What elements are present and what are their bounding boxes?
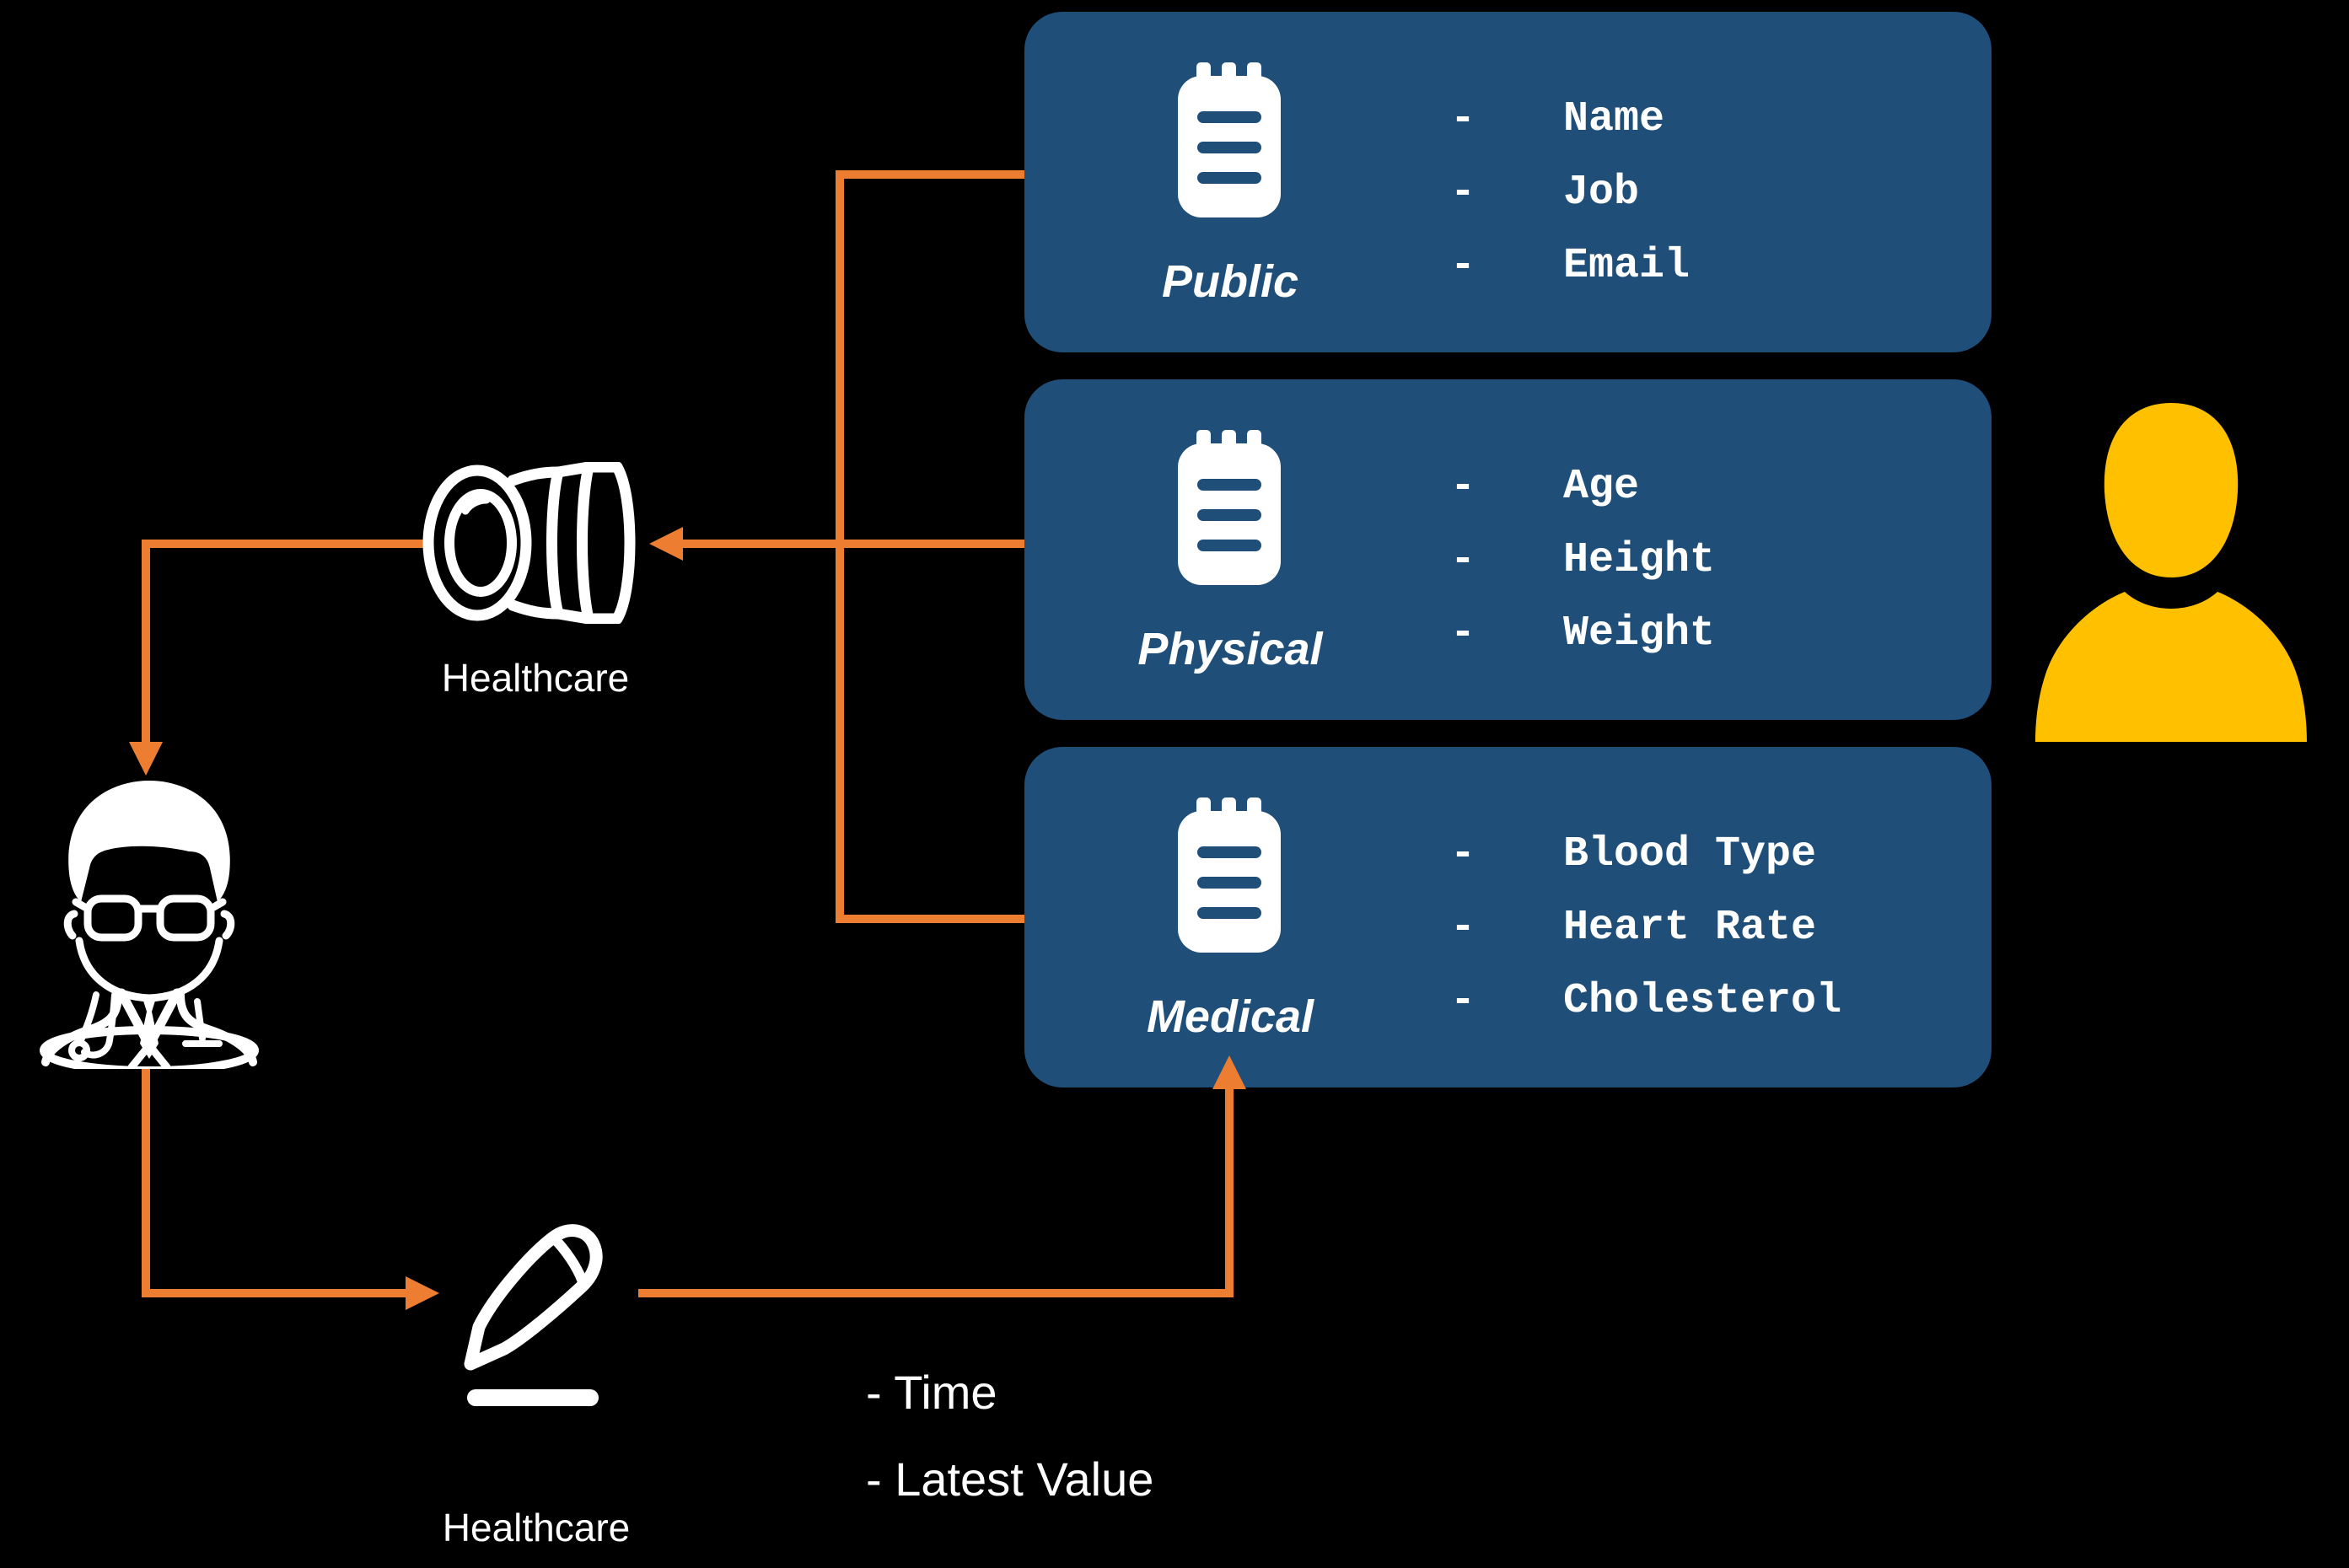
arrowhead-into-medical (1212, 1055, 1246, 1089)
item-text: Height (1563, 535, 1716, 584)
bullet-dash: - (1450, 609, 1476, 658)
category-box-public: Public - Name - Job - Email (1024, 12, 1992, 352)
write-annotations: - Time - Latest Value (866, 1349, 1153, 1522)
connector-camera-left (142, 540, 424, 548)
list-item: - Email (1450, 239, 1690, 292)
item-text: Weight (1563, 609, 1716, 658)
bullet-dash: - (1450, 976, 1476, 1025)
item-text: Email (1563, 241, 1691, 290)
list-item: - Blood Type (1450, 828, 1816, 880)
person-icon (2032, 395, 2310, 742)
pencil-icon (450, 1200, 615, 1408)
bullet-dash: - (1450, 241, 1476, 290)
connector-doctor-down (142, 1067, 150, 1297)
annotation-time: - Time (866, 1366, 997, 1419)
arrowhead-into-camera (649, 527, 683, 561)
arrowhead-into-pencil (406, 1276, 439, 1310)
connector-to-pencil (142, 1289, 407, 1297)
item-text: Heart Rate (1563, 903, 1817, 952)
category-box-medical: Medical - Blood Type - Heart Rate - Cholest… (1024, 747, 1992, 1087)
category-box-physical: Physical - Age - Height - Weight (1024, 379, 1992, 720)
list-item: - Name (1450, 93, 1664, 145)
connector-branch-physical (836, 540, 1024, 548)
box-label-physical: Physical (1137, 624, 1323, 674)
box-label-public: Public (1161, 256, 1299, 307)
item-text: Name (1563, 94, 1665, 143)
list-item: - Job (1450, 166, 1639, 218)
bullet-dash: - (1450, 168, 1476, 217)
list-item: - Weight (1450, 607, 1715, 659)
list-item: - Cholesterol (1450, 975, 1841, 1027)
list-item: - Age (1450, 460, 1639, 513)
item-text: Cholesterol (1563, 976, 1842, 1025)
list-item: - Heart Rate (1450, 901, 1816, 953)
connector-up-to-medical (1225, 1087, 1234, 1297)
bullet-dash: - (1450, 830, 1476, 878)
connector-down-to-doctor (142, 540, 150, 744)
bullet-dash: - (1450, 535, 1476, 584)
notepad-icon (1178, 797, 1281, 953)
camera-lens-icon (422, 462, 649, 624)
writer-label: Healthcare (442, 1506, 631, 1549)
camera-label: Healthcare (441, 656, 630, 700)
annotation-latest-value: - Latest Value (866, 1453, 1154, 1506)
connector-branch-medical (836, 915, 1024, 923)
box-label-medical: Medical (1146, 991, 1314, 1042)
connector-to-camera (681, 540, 844, 548)
connector-pencil-to-medical (638, 1289, 1234, 1297)
bullet-dash: - (1450, 462, 1476, 511)
arrowhead-into-doctor (129, 742, 163, 776)
bullet-dash: - (1450, 903, 1476, 952)
bullet-dash: - (1450, 94, 1476, 143)
connector-branch-public (836, 170, 1024, 179)
item-text: Blood Type (1563, 830, 1817, 878)
notepad-icon (1178, 62, 1281, 217)
item-text: Job (1563, 168, 1640, 217)
list-item: - Height (1450, 534, 1715, 586)
item-text: Age (1563, 462, 1640, 511)
doctor-icon (32, 772, 266, 1069)
notepad-icon (1178, 430, 1281, 585)
